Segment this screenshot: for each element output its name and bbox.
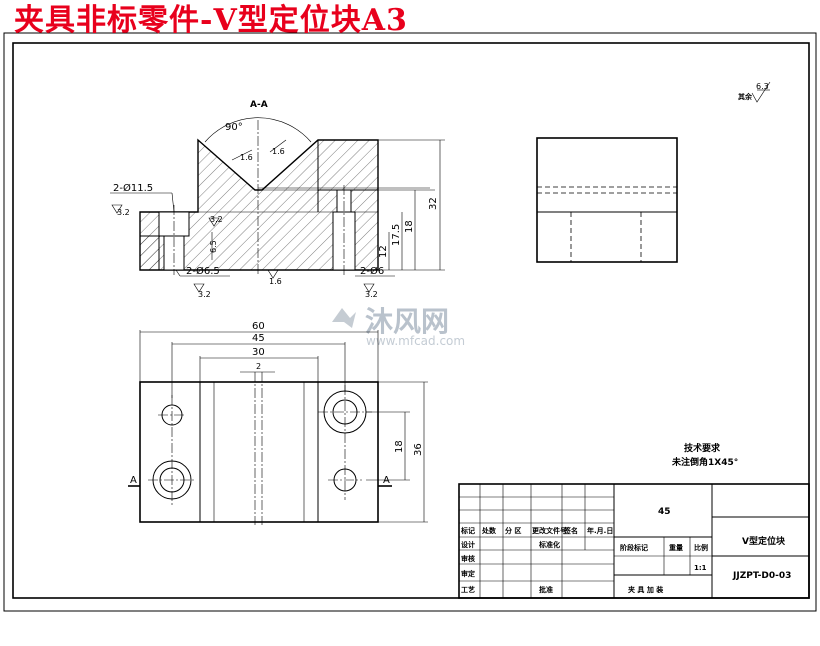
hole-callout-top: 2-Ø11.5: [113, 182, 153, 194]
watermark-url: www.mfcad.com: [366, 334, 465, 348]
dim-17-5: 17.5: [391, 224, 402, 246]
scale: 1:1: [694, 564, 707, 572]
hole-callout-bottom-right: 2-Ø6: [360, 265, 384, 277]
col-label-zone: 分 区: [505, 526, 521, 535]
drawing-no: JJZPT-D0-03: [732, 571, 791, 581]
dim-18-plan: 18: [394, 440, 405, 453]
plan-view: 60 45 30 2 18 36 A A: [128, 321, 428, 525]
hole-callout-bottom-left: 2-Ø6.5: [186, 265, 220, 277]
dim-30: 30: [252, 347, 265, 358]
col-label-count: 处数: [481, 526, 497, 535]
weight-label: 重量: [669, 543, 683, 552]
roughness-2: 3.2: [198, 290, 211, 299]
inner-border: [12, 42, 810, 599]
section-label: A-A: [250, 100, 268, 110]
roughness-1: 3.2: [117, 208, 130, 217]
title-block: 45 V型定位块 JJZPT-D0-03 1:1 夹 具 加 装 阶段标记 重量…: [458, 483, 810, 599]
roughness-3: 3.2: [365, 290, 378, 299]
col-label-change: 更改文件号: [532, 526, 567, 535]
general-roughness: 其余 6.3: [738, 81, 771, 103]
col-label-sign: 签名: [563, 526, 578, 535]
roughness-5: 3.2: [210, 215, 223, 224]
side-view: [536, 137, 678, 263]
dim-18-section: 18: [404, 220, 415, 233]
watermark-name: 沐风网: [365, 305, 449, 338]
dim-36: 36: [413, 443, 424, 456]
company: 夹 具 加 装: [628, 585, 663, 594]
part-name: V型定位块: [742, 535, 786, 547]
row-label-approve: 审定: [461, 569, 475, 578]
angle-dim: 90°: [225, 122, 243, 133]
dim-2: 2: [256, 362, 261, 371]
stage-label: 阶段标记: [620, 543, 648, 552]
general-roughness-value: 6.3: [756, 82, 769, 91]
section-mark-right: A: [383, 475, 390, 486]
std-label: 标准化: [538, 540, 560, 549]
tech-requirements: 技术要求 未注倒角1X45°: [671, 442, 738, 468]
tech-req-line1: 未注倒角1X45°: [671, 456, 738, 468]
section-mark-left: A: [130, 475, 137, 486]
dim-6-5: 6.5: [209, 240, 218, 253]
tech-req-title: 技术要求: [684, 442, 721, 454]
col-label-date: 年.月.日: [587, 526, 613, 535]
dim-45: 45: [252, 333, 265, 344]
roughness-7: 1.6: [240, 153, 253, 162]
watermark: 沐风网 www.mfcad.com: [332, 305, 465, 348]
row-label-process: 工艺: [461, 585, 475, 594]
section-view: A-A 90° 2-Ø11.5 3.2 2-Ø6.5: [110, 100, 445, 299]
row-label-design: 设计: [461, 540, 475, 549]
banner-title: 夹具非标零件-V型定位块A3: [14, 3, 408, 38]
general-roughness-label: 其余: [738, 92, 753, 101]
roughness-4: 1.6: [269, 277, 282, 286]
material: 45: [658, 507, 671, 517]
dim-12: 12: [378, 245, 389, 258]
outer-border: [3, 32, 817, 612]
ratio-label: 比例: [694, 543, 708, 552]
dim-32: 32: [428, 197, 439, 210]
approve-label: 批准: [539, 585, 553, 594]
dim-60: 60: [252, 321, 265, 332]
row-label-mark: 标记: [460, 526, 475, 535]
row-label-check: 审核: [461, 554, 475, 563]
roughness-6: 1.6: [272, 147, 285, 156]
